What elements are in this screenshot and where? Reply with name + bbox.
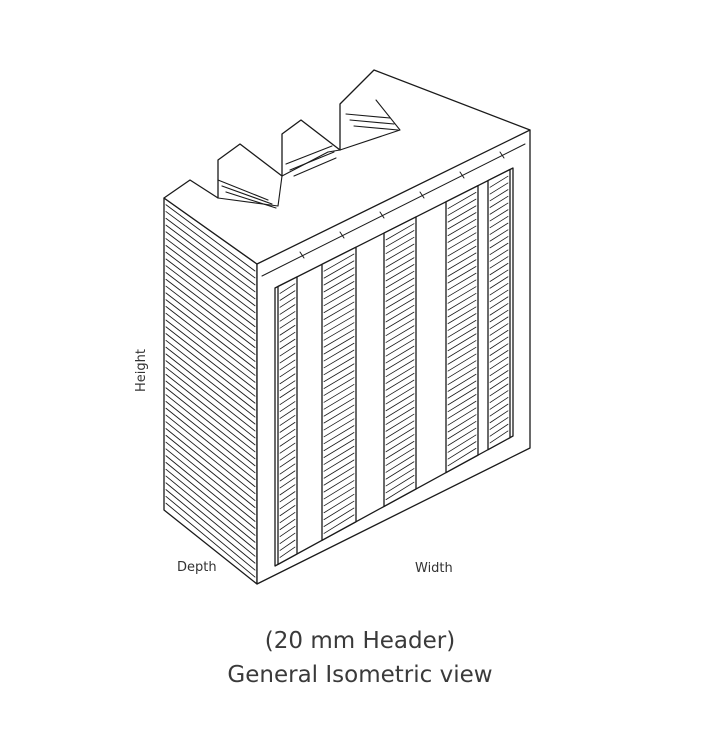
front-header-inner [274,167,514,567]
width-label: Width [415,561,453,576]
side-face-hatching [165,204,256,578]
height-label: Height [134,349,149,392]
caption-header-size: (20 mm Header) [264,628,456,654]
header-top-studs [261,143,526,277]
depth-label: Depth [177,560,217,575]
caption-view-title: General Isometric view [227,662,493,688]
filter-pockets [277,168,511,566]
pocket-openings [217,99,401,209]
